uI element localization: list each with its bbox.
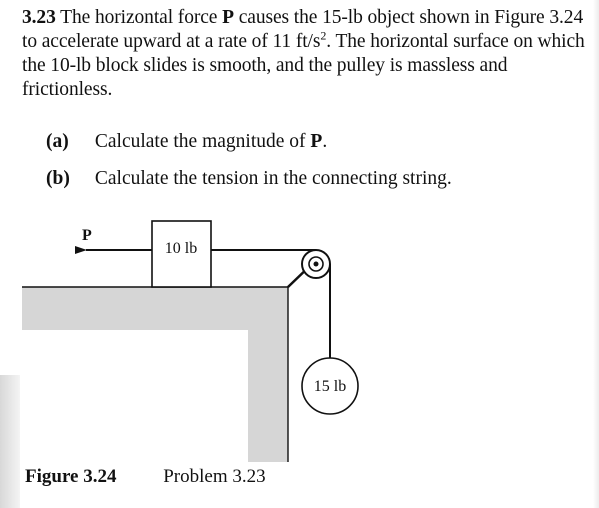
- scan-edge-shadow: [0, 375, 20, 508]
- scan-edge-right: [593, 0, 599, 508]
- force-symbol: P: [222, 7, 234, 28]
- pulley-figure: 10 lb P 15 lb: [22, 220, 359, 462]
- part-a: (a) Calculate the magnitude of P.: [46, 130, 586, 154]
- weight-15lb: [301, 357, 359, 415]
- weight-15lb-label: 15 lb: [314, 378, 346, 395]
- problem-text-3: . The horizontal surface on which the 10…: [22, 31, 585, 100]
- pulley-axle: [313, 261, 319, 267]
- part-b-text: Calculate the tension in the connecting …: [94, 168, 452, 189]
- block-10lb: [151, 220, 212, 288]
- part-a-text: Calculate the magnitude of: [94, 131, 306, 152]
- block-10lb-label: 10 lb: [165, 240, 197, 257]
- part-b: (b) Calculate the tension in the connect…: [46, 167, 586, 191]
- pulley-inner: [308, 256, 324, 272]
- problem-reference: Problem 3.23: [163, 466, 266, 487]
- part-a-label: (a): [46, 131, 69, 152]
- table-surface: [22, 287, 288, 462]
- force-label: P: [82, 227, 92, 244]
- accel-exponent: 2: [320, 28, 327, 43]
- part-a-symbol: P: [310, 131, 323, 152]
- figure-number: Figure 3.24: [25, 466, 117, 487]
- figure-caption: Figure 3.24 Problem 3.23: [25, 466, 266, 488]
- part-b-label: (b): [46, 168, 70, 189]
- problem-statement: 3.23 The horizontal force P causes the 1…: [22, 6, 590, 102]
- problem-number: 3.23: [22, 7, 56, 28]
- problem-text-1: The horizontal force: [60, 7, 218, 28]
- part-a-suffix: .: [322, 131, 328, 152]
- problem-text-2: causes the 15-lb object shown in Figure …: [22, 7, 584, 52]
